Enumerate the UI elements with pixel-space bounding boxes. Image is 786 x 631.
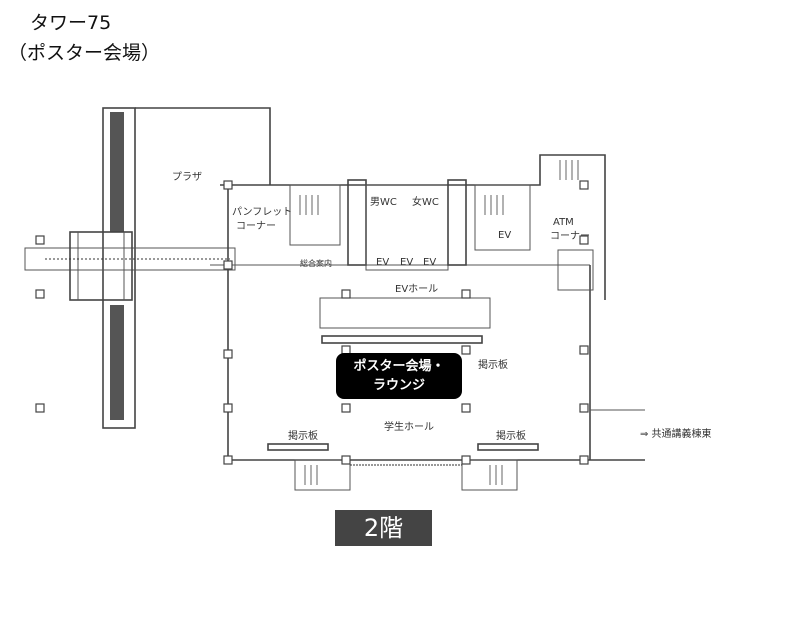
- pamphlet-label-2: コーナー: [236, 220, 276, 232]
- poster-line-1: ポスター会場・: [353, 359, 445, 374]
- building-walls: [135, 107, 645, 491]
- ev-label: EV: [376, 257, 389, 268]
- poster-venue-label: ポスター会場・ ラウンジ: [336, 353, 462, 399]
- student-hall-label: 学生ホール: [384, 420, 434, 433]
- atm-label-2: コーナー: [550, 230, 590, 242]
- ev-label: EV: [423, 257, 436, 268]
- pamphlet-label-1: パンフレット: [232, 206, 292, 218]
- ev-hall-label: EVホール: [395, 283, 438, 295]
- mens-wc-label: 男WC: [370, 196, 397, 208]
- board-label: 掲示板: [478, 358, 508, 371]
- atm-label-1: ATM: [553, 217, 574, 228]
- ev-label: EV: [400, 257, 413, 268]
- walkway: [102, 107, 136, 429]
- board-label: 掲示板: [288, 429, 318, 442]
- womens-wc-label: 女WC: [412, 195, 439, 208]
- building-subtitle: （ポスター会場）: [8, 42, 161, 64]
- poster-line-2: ラウンジ: [372, 378, 425, 393]
- bridge: [24, 231, 236, 301]
- plaza-label: プラザ: [172, 171, 202, 183]
- building-title: タワー75: [30, 12, 112, 34]
- board-label: 掲示板: [496, 429, 526, 442]
- to-east-building-label: ⇒ 共通講義棟東: [640, 427, 712, 440]
- info-label: 総合案内: [300, 258, 332, 268]
- columns: [35, 180, 589, 465]
- ev-label: EV: [498, 230, 511, 241]
- floor-badge: 2階: [335, 510, 432, 546]
